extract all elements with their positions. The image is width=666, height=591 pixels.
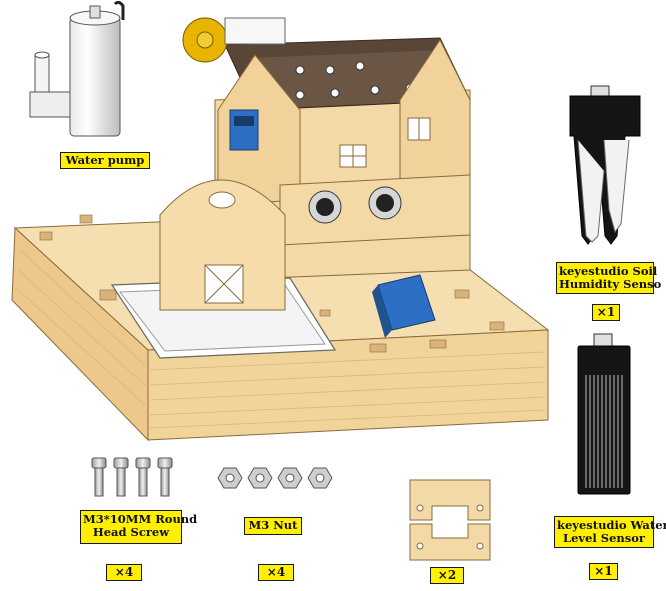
water-level-sensor-image — [577, 333, 631, 495]
water-pump-label: Water pump — [60, 152, 150, 169]
nut-quantity: ×4 — [258, 564, 294, 581]
water-level-sensor-quantity: ×1 — [589, 563, 618, 580]
nut-label: M3 Nut — [244, 517, 302, 535]
screw-quantity: ×4 — [106, 564, 142, 581]
soil-sensor-label: keyestudio Soil Humidity Senso — [556, 262, 661, 294]
greenhouse-house — [159, 17, 471, 338]
screw-label: M3*10MM Round Head Screw — [80, 510, 197, 544]
water-pump-image — [29, 0, 125, 137]
m3-screws-image — [91, 457, 173, 497]
soil-sensor-quantity: ×1 — [592, 304, 620, 321]
soil-humidity-sensor-image — [569, 85, 641, 245]
wood-brackets-image — [409, 479, 491, 561]
bracket-quantity: ×2 — [430, 567, 464, 584]
water-level-sensor-label: keyestudio Water Level Sensor — [554, 516, 666, 548]
m3-nuts-image — [217, 467, 333, 489]
